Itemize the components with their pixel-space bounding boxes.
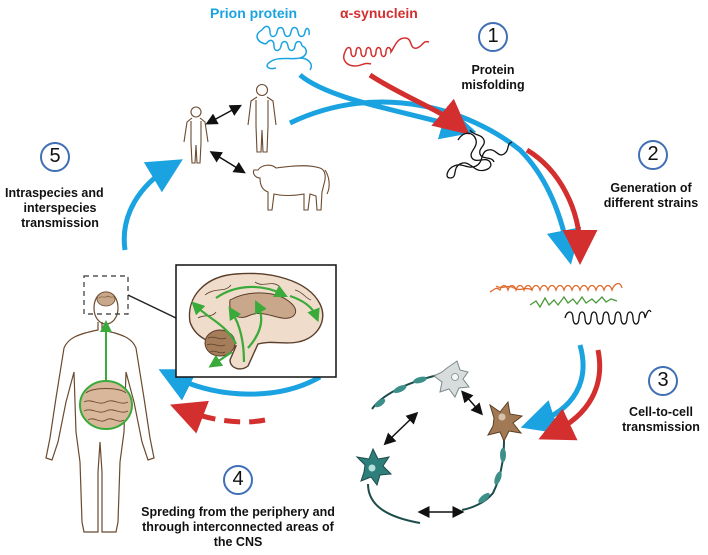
- step-1-line-2: misfolding: [461, 78, 525, 92]
- intestine-icon: [79, 380, 133, 430]
- human-figure-small-icon: [183, 106, 209, 164]
- step-4-label: Spreding from the periphery and through …: [118, 505, 358, 550]
- brain-spread-arrows: [191, 285, 320, 368]
- step-1-label: Protein misfolding: [443, 63, 543, 93]
- step-2-label: Generation of different strains: [594, 181, 708, 211]
- brain-small-icon: [96, 291, 117, 307]
- transmission-arrows: [205, 104, 246, 174]
- step-1-badge: 1: [478, 22, 508, 52]
- neuron-network-icon: [355, 360, 524, 524]
- step-4-badge: 4: [223, 465, 253, 495]
- step-5-label: Intraspecies and interspecies transmissi…: [5, 186, 135, 231]
- step-3-line-1: Cell-to-cell: [629, 405, 693, 419]
- step-3-badge: 3: [648, 366, 678, 396]
- step-4-line-3: the CNS: [213, 535, 263, 549]
- step-5-badge: 5: [40, 142, 70, 172]
- neuron-brown: [487, 400, 524, 443]
- cow-icon: [252, 164, 330, 211]
- prion-protein-structure-icon: [256, 25, 312, 71]
- human-figure-tall-icon: [247, 83, 277, 153]
- synuclein-pathway-arrows: [169, 72, 603, 441]
- step-4-line-1: Spreding from the periphery and: [141, 505, 335, 519]
- step-2-line-1: Generation of: [610, 181, 692, 195]
- alpha-synuclein-structure-icon: [343, 37, 430, 67]
- step-1-line-1: Protein: [471, 63, 515, 77]
- step-4-line-2: through interconnected areas of: [142, 520, 334, 534]
- prion-protein-label: Prion protein: [210, 5, 298, 21]
- alpha-synuclein-label: α-synuclein: [340, 5, 418, 21]
- step-5-line-3: transmission: [21, 216, 99, 230]
- brain-zoom-box: [83, 275, 129, 315]
- step-2-badge: 2: [638, 140, 668, 170]
- inset-connector: [127, 294, 177, 319]
- step-5-line-2: interspecies: [23, 201, 97, 215]
- step-3-line-2: transmission: [622, 420, 700, 434]
- step-2-line-2: different strains: [603, 196, 699, 210]
- brain-sagittal-icon: [188, 272, 324, 370]
- neuron-gray: [433, 360, 470, 398]
- strains-icon: [489, 282, 652, 325]
- step-5-line-1: Intraspecies and: [5, 186, 104, 200]
- misfolded-aggregate-icon: [446, 129, 513, 179]
- step-3-label: Cell-to-cell transmission: [614, 405, 708, 435]
